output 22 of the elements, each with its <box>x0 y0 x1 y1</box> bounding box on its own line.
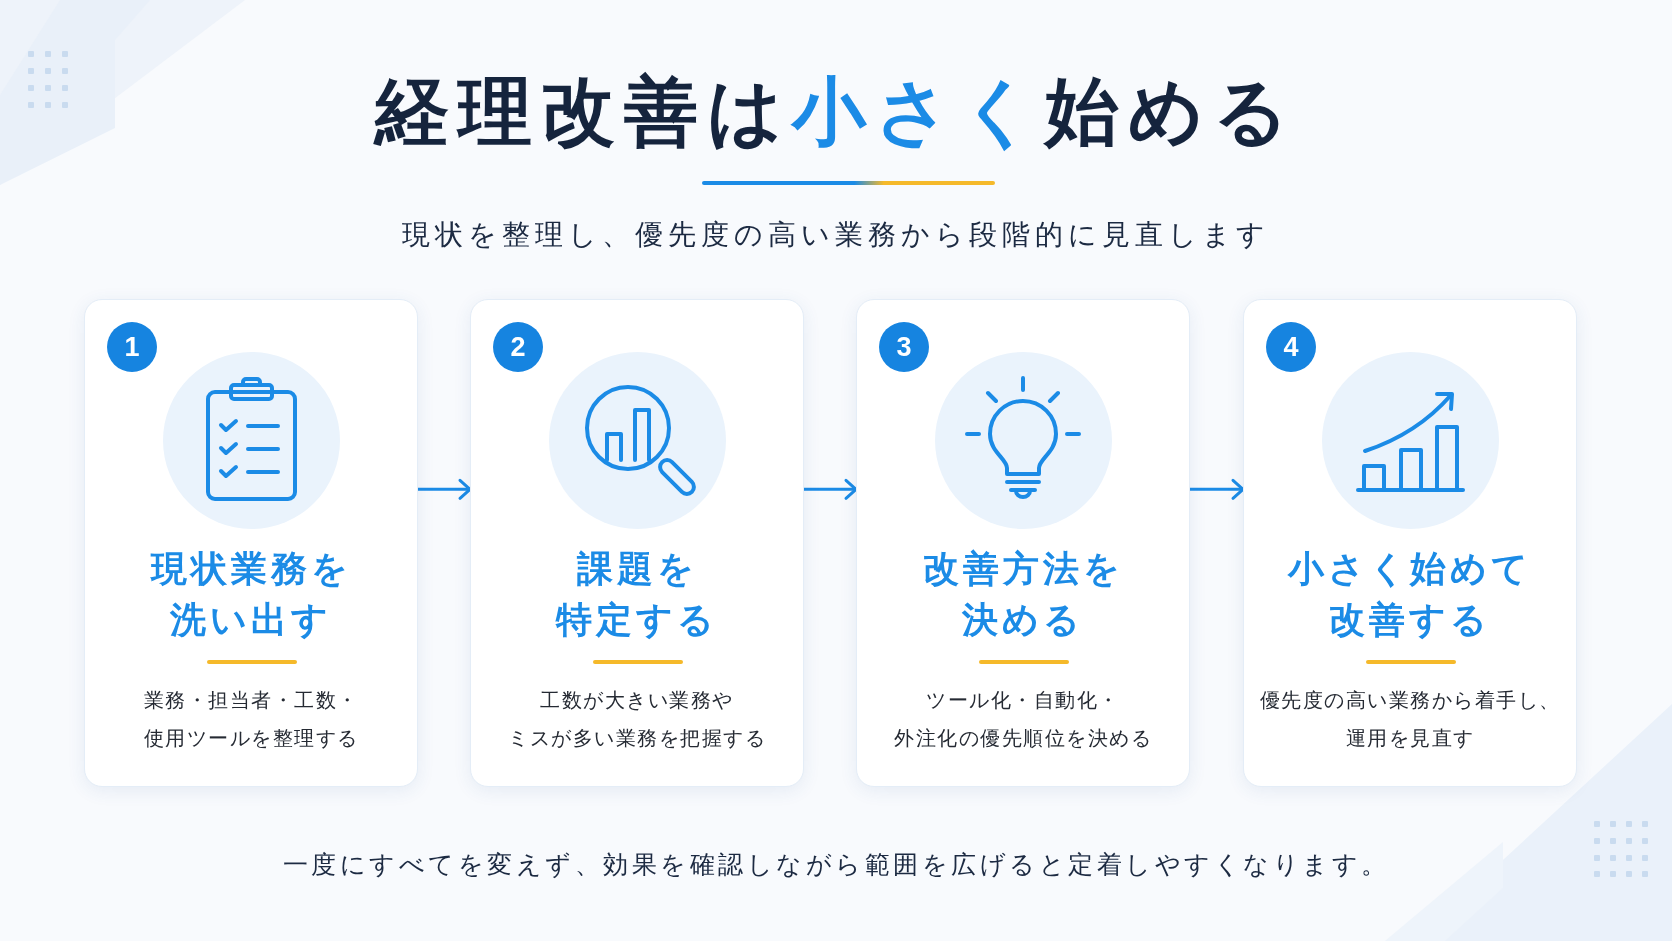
step-number-badge: 3 <box>879 322 929 372</box>
step-title: 現状業務を洗い出す <box>150 547 352 642</box>
arrow <box>1188 478 1245 500</box>
step-number-badge: 4 <box>1266 322 1316 372</box>
step-title: 改善方法を決める <box>922 547 1124 642</box>
step-description: 業務・担当者・工数・使用ツールを整理する <box>143 688 359 751</box>
arrow <box>416 478 472 500</box>
step-description: 優先度の高い業務から着手し、運用を見直す <box>1259 688 1561 751</box>
step-card <box>84 299 418 787</box>
step-title: 課題を特定する <box>556 547 718 642</box>
step-number-badge: 2 <box>493 322 543 372</box>
arrow <box>802 478 858 500</box>
step-description: ツール化・自動化・外注化の優先順位を決める <box>894 688 1152 751</box>
step-card <box>856 299 1190 787</box>
footnote: 一度にすべてを変えず、効果を確認しながら範囲を広げると定着しやすくなります。 <box>282 849 1390 880</box>
title: 経理改善は小さく始める <box>374 72 1298 152</box>
step-number-badge: 1 <box>107 322 157 372</box>
step-description: 工数が大きい業務やミスが多い業務を把握する <box>508 688 766 751</box>
subtitle: 現状を整理し、優先度の高い業務から段階的に見直します <box>402 218 1270 252</box>
step-card <box>470 299 804 787</box>
step-title: 小さく始めて改善する <box>1288 547 1532 642</box>
step-card <box>1243 299 1577 787</box>
